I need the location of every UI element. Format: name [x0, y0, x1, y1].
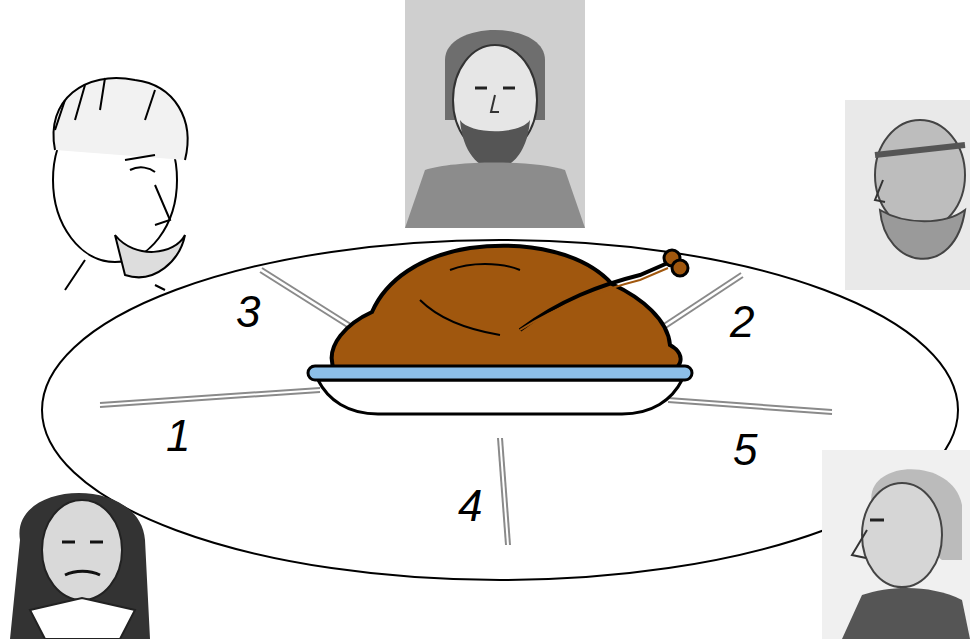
- philosopher-portrait: [405, 0, 585, 228]
- callout-number: 3: [236, 290, 260, 334]
- callout-number: 5: [733, 428, 757, 472]
- philosopher-portrait: [822, 450, 970, 639]
- philosopher-portrait: [53, 78, 188, 290]
- callout-number: 1: [166, 414, 190, 458]
- plate: [308, 366, 692, 414]
- table-outline: [42, 240, 958, 580]
- philosopher-portrait: [845, 100, 970, 290]
- turkey: [332, 246, 688, 375]
- philosopher-portrait: [10, 493, 150, 639]
- callout-number: 2: [730, 300, 754, 344]
- callout-number: 4: [458, 484, 482, 528]
